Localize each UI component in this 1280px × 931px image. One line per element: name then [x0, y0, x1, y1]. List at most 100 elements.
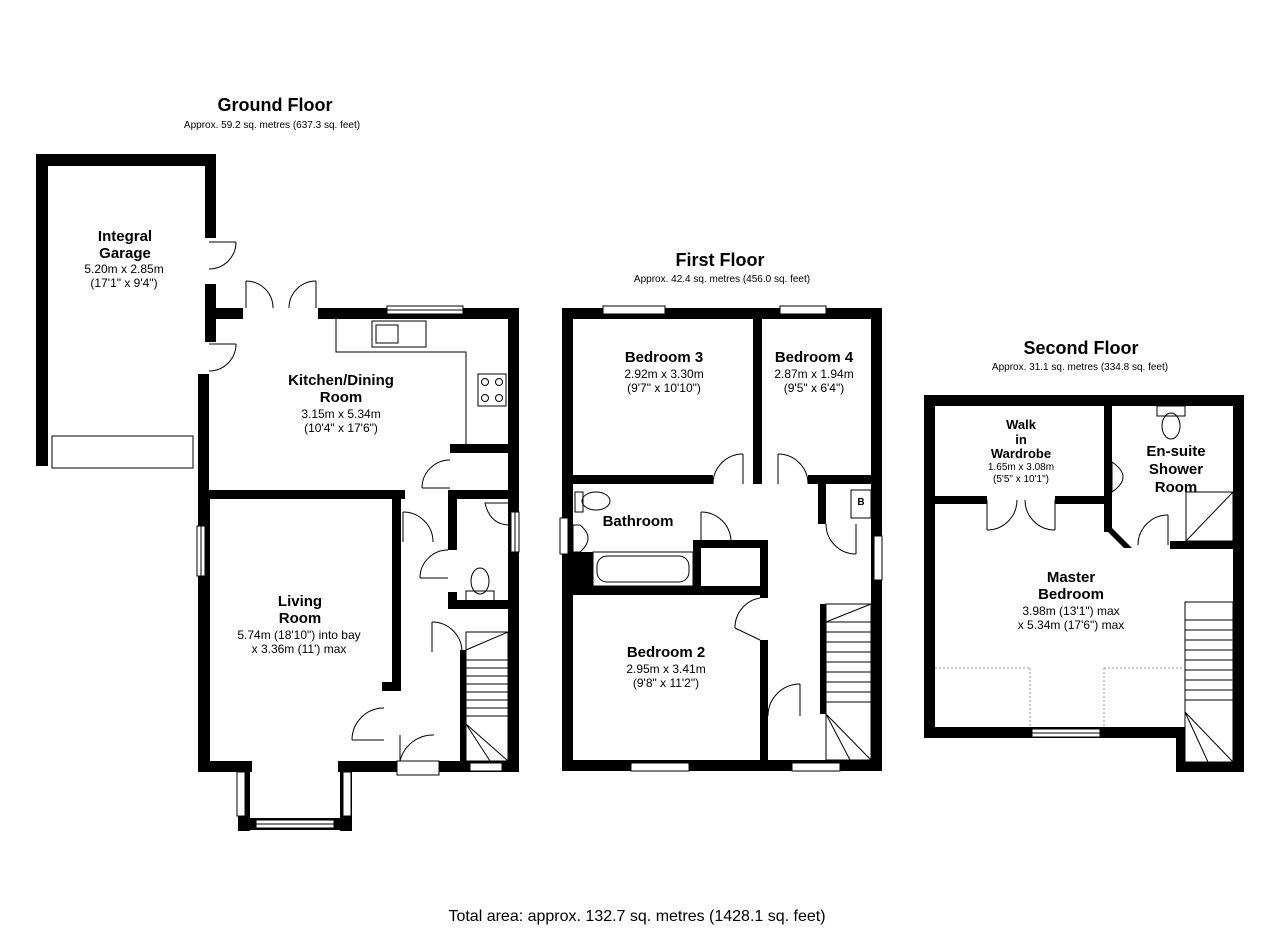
door-swing — [986, 499, 1018, 531]
door-swing — [208, 343, 237, 372]
kitchen-worktop — [335, 319, 467, 444]
ensuite-name-line1: En-suite — [1146, 443, 1206, 460]
hob-ring — [481, 378, 489, 386]
master-dimensions-metric: 3.98m (13'1") max — [1022, 604, 1120, 618]
window — [342, 771, 352, 817]
ground-floor-area: Approx. 59.2 sq. metres (637.3 sq. feet) — [183, 120, 361, 131]
second-stair-bottom — [1176, 762, 1244, 772]
second-floor-fixtures — [935, 405, 1234, 763]
boiler-label: B — [857, 497, 865, 508]
stair-tread — [465, 631, 509, 651]
hob-ring — [481, 394, 489, 402]
door-swing — [825, 523, 857, 555]
second-stair-wall — [1176, 727, 1185, 772]
window — [630, 762, 690, 772]
ground-floor-title: Ground Floor — [217, 95, 333, 115]
first-floor-windows — [559, 305, 883, 772]
living-wall-right — [392, 490, 401, 684]
living-dimensions-metric: 5.74m (18'10") into bay — [237, 628, 361, 642]
kitchen-name-line1: Kitchen/Dining — [288, 372, 394, 389]
wardrobe-dimensions-imperial: (5'5" x 10'1") — [993, 474, 1049, 485]
ensuite-name-line2: Shower — [1148, 461, 1204, 478]
second-stairs — [1184, 601, 1234, 763]
ground-floor-fixtures — [335, 319, 511, 762]
boiler-wall — [818, 484, 826, 524]
hob-ring — [495, 394, 503, 402]
wc-wall-top — [450, 490, 518, 499]
shower-tray — [1185, 491, 1234, 542]
door-swing — [419, 549, 449, 579]
wc-wall-left-lower — [448, 592, 457, 606]
window — [469, 762, 503, 772]
wc-toilet — [470, 567, 490, 595]
kitchen-sink — [371, 320, 427, 348]
door-swing — [351, 707, 385, 741]
ensuite-wall-left — [1104, 406, 1112, 532]
bath-inner — [596, 555, 690, 583]
bedroom2-name: Bedroom 2 — [626, 644, 706, 661]
door-swing — [777, 453, 809, 485]
shower-screen — [1185, 491, 1234, 542]
ground-floor-windows — [196, 305, 520, 829]
kitchen-dimensions-metric: 3.15m x 5.34m — [301, 407, 381, 421]
stair-tread — [825, 713, 851, 761]
second-floor-title: Second Floor — [1023, 338, 1139, 358]
door-swing — [712, 453, 744, 485]
door-swing — [1024, 499, 1056, 531]
first-floor-fixtures — [572, 489, 872, 761]
window — [873, 535, 883, 581]
ground-stairs — [465, 631, 509, 762]
bath-basin — [572, 524, 589, 553]
garage-door — [51, 435, 194, 469]
living-wall-bottom-left — [198, 761, 252, 772]
wardrobe-name-line2: in — [1015, 432, 1027, 447]
wc-basin — [484, 502, 511, 526]
bedroom3-dimensions-imperial: (9'7" x 10'10") — [627, 381, 701, 395]
garage-wall-top — [36, 154, 216, 166]
stair-wall-first — [820, 604, 826, 714]
door-swing — [734, 597, 761, 629]
garage-wall-right-lower — [198, 374, 209, 494]
garage-name-line2: Garage — [99, 245, 151, 262]
wardrobe-wall-bottom-right — [1055, 496, 1107, 504]
bath-toilet — [581, 491, 611, 511]
bathroom-wall-right — [693, 540, 701, 592]
second-floor-windows — [1031, 728, 1101, 738]
bedroom4-wall-bottom — [808, 475, 871, 484]
garage-wall-right-upper — [205, 154, 216, 238]
second-wall-left — [924, 395, 935, 738]
stair-tread — [1184, 711, 1234, 763]
kitchen-living-divider — [209, 490, 405, 499]
landing-corner — [563, 552, 593, 592]
wardrobe-name-line3: Wardrobe — [990, 446, 1052, 461]
living-wall-bottom-right — [338, 761, 392, 772]
bedroom2-wall-right — [760, 640, 768, 766]
bedroom3-dimensions-metric: 2.92m x 3.30m — [624, 367, 704, 381]
wardrobe-wall-bottom — [935, 496, 987, 504]
utility-wall-top — [450, 444, 518, 453]
wardrobe-dimensions-metric: 1.65m x 3.08m — [987, 462, 1055, 473]
master-dimensions-imperial: x 5.34m (17'6") max — [1017, 618, 1125, 632]
garage-dimensions-metric: 5.20m x 2.85m — [84, 262, 164, 276]
stair-tread — [1184, 711, 1209, 763]
first-wall-bottom — [562, 760, 882, 771]
bathroom-wall-bottom — [573, 586, 763, 595]
boiler-cupboard — [850, 489, 872, 519]
window — [779, 305, 827, 315]
kitchen-wall-top-left — [209, 308, 243, 319]
garage-name-line1: Integral — [97, 228, 153, 245]
first-floor-title: First Floor — [675, 250, 765, 270]
ensuite-name-line3: Room — [1154, 479, 1198, 496]
door-leaf — [734, 627, 761, 641]
ground-floor-doors — [208, 241, 463, 776]
bedroom2-dimensions-metric: 2.95m x 3.41m — [626, 662, 706, 676]
door-swing — [767, 683, 801, 717]
ensuite-toilet — [1161, 412, 1181, 440]
stair-tread — [465, 723, 491, 762]
stair-wall — [460, 650, 466, 770]
second-wall-top — [924, 395, 1244, 406]
window — [236, 771, 246, 817]
garage-dimensions-imperial: (17'1" x 9'4") — [90, 276, 158, 290]
window — [791, 762, 841, 772]
bedroom3-name: Bedroom 3 — [624, 349, 704, 366]
